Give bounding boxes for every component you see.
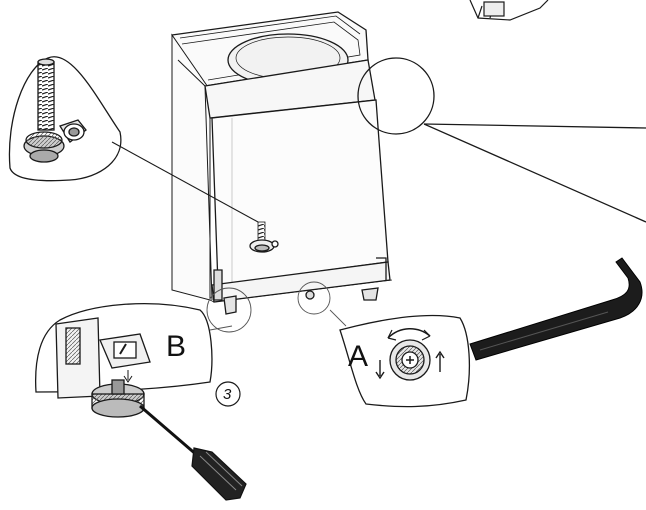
foot-circle-center: [297, 281, 331, 315]
step-number: 3: [223, 386, 232, 403]
corner-appliance-detail: [469, 0, 549, 21]
callout-a-detail: A: [339, 314, 471, 408]
adjuster-foot: [91, 379, 145, 418]
callout-a-label: A: [348, 340, 368, 373]
worktop-magnify-callout: [357, 57, 646, 223]
front-adjust-screw: [249, 221, 279, 253]
dishwasher-body: [171, 11, 393, 315]
leveling-foot-callout: [8, 56, 259, 223]
screwdriver-icon: [139, 404, 247, 501]
magnify-circle: [357, 57, 435, 135]
threaded-foot-icon: [23, 58, 87, 163]
callout-b-label: B: [166, 330, 186, 363]
foot-circle-left: [206, 287, 252, 333]
leader-line-foot: [111, 141, 259, 223]
leader-b: [209, 325, 233, 331]
step-badge: 3: [215, 381, 241, 407]
leader-line-upper: [423, 123, 646, 129]
callout-b-detail: B: [34, 303, 213, 418]
rotate-arrows-icon: [375, 328, 445, 380]
leader-line-lower: [423, 123, 646, 223]
adjuster-nut: [389, 339, 431, 381]
leader-a: [329, 309, 347, 327]
allen-key-icon: [469, 257, 643, 361]
